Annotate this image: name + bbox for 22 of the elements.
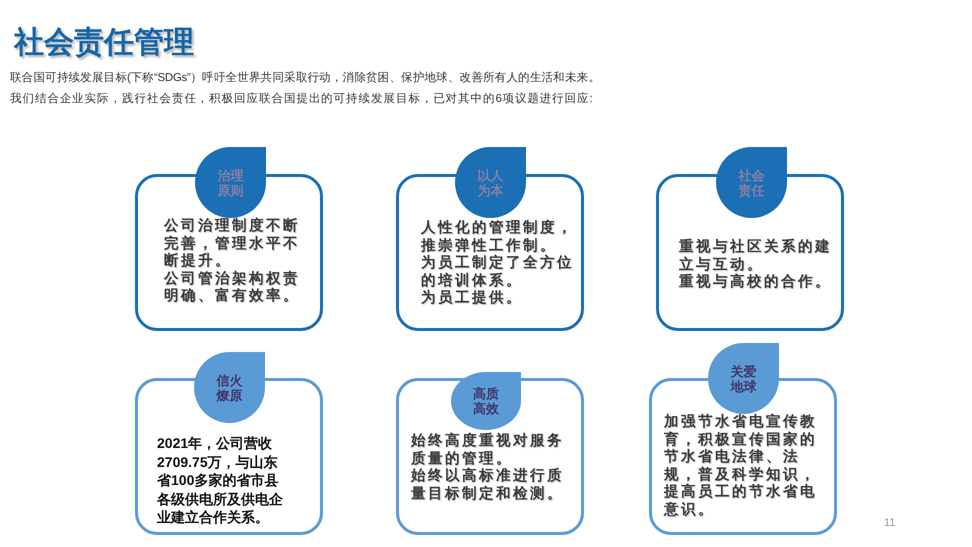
- rounded-card: [649, 378, 837, 535]
- teardrop-badge: 社会责任: [716, 147, 787, 218]
- card-text: 重视与社区关系的建立与互动。: [679, 239, 833, 274]
- card-text: 加强节水省电宣传教育，积极宣传国家的节水省电法律、法规，普及科学知识，提高员工的节水省电意识。: [664, 414, 818, 519]
- teardrop-badge: 关爱地球: [708, 343, 779, 414]
- rounded-card: [396, 378, 584, 535]
- card-text: 始终以高标准进行质量目标制定和检测。: [411, 468, 565, 503]
- card-text: 重视与高校的合作。: [679, 274, 833, 292]
- card-text: 公司管治架构权责明确、富有效率。: [164, 270, 301, 306]
- card-text: 为员工提供。: [421, 290, 524, 308]
- card-text: 2021年，公司营收2709.75万，与山东省100多家的省市县各级供电所及供电企业建立合作关系。: [157, 434, 284, 526]
- intro-text: 联合国可持续发展目标(下称“SDGs”）呼吁全世界共同采取行动，消除贫困、保护地球、改善所有人的生活和未来。: [10, 70, 600, 86]
- teardrop-badge: 以人为本: [455, 147, 526, 218]
- teardrop-badge: 信火燎原: [194, 352, 265, 423]
- card-text: 人性化的管理制度，推崇弹性工作制。: [421, 220, 575, 254]
- card-text: 始终高度重视对服务质量的管理。: [411, 433, 565, 468]
- teardrop-badge: 治理原则: [195, 147, 266, 218]
- intro-text: 我们结合企业实际，践行社会责任，积极回应联合国提出的可持续发展目标，已对其中的6项议题进行回应:: [10, 91, 594, 107]
- card-text: 为员工制定了全方位的培训体系。: [421, 255, 575, 290]
- page-title: 社会责任管理: [14, 25, 194, 61]
- page-number: 11: [884, 516, 896, 530]
- card-text: 公司治理制度不断完善，管理水平不断提升。: [164, 218, 301, 270]
